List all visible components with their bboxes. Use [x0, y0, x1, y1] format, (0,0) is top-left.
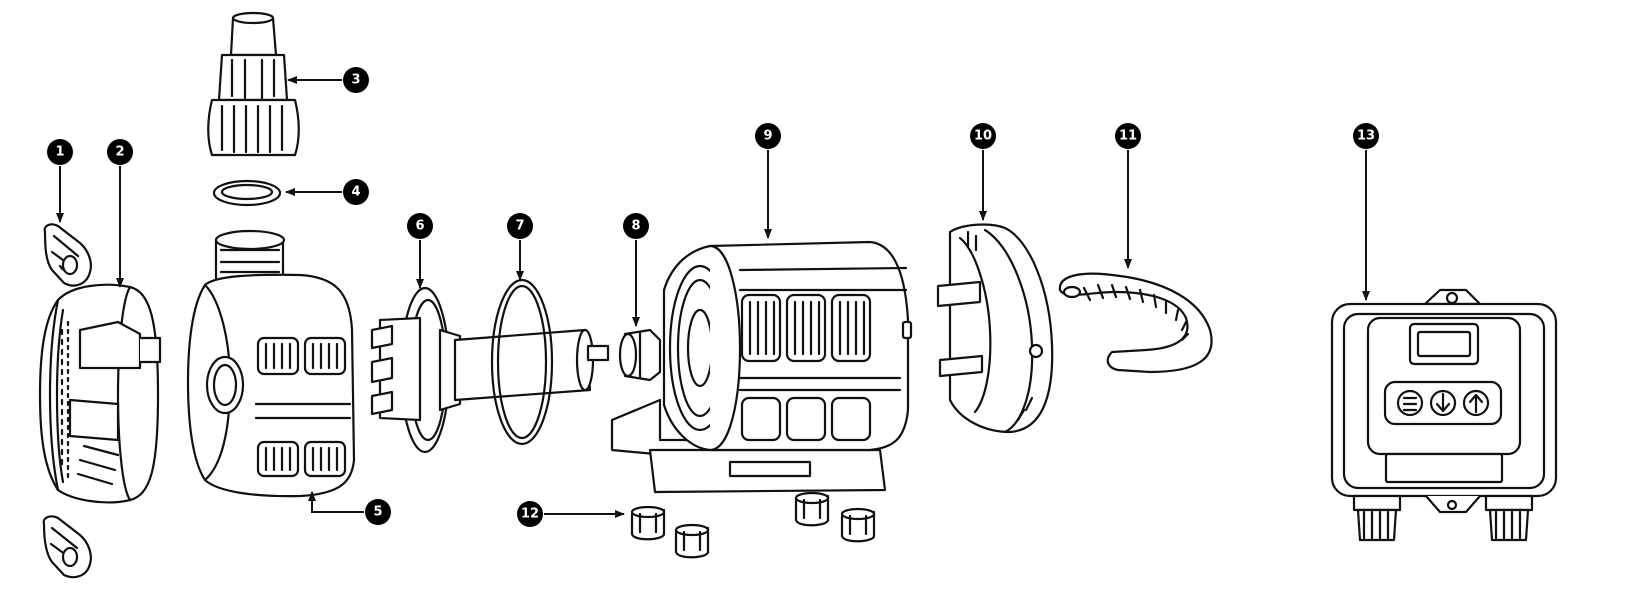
callout-7-label: 7 — [515, 219, 524, 234]
housing-slots — [258, 338, 345, 476]
callout-13: 13 — [1353, 123, 1379, 149]
callout-9-label: 9 — [763, 129, 772, 144]
callout-3-label: 3 — [351, 73, 360, 88]
mounting-ring-part-10 — [938, 225, 1052, 432]
callout-4: 4 — [343, 179, 369, 205]
callout-12: 12 — [517, 501, 543, 527]
callout-6: 6 — [407, 213, 433, 239]
callout-12-label: 12 — [521, 507, 539, 522]
clip-part-1-bottom — [44, 516, 91, 577]
callout-5: 5 — [365, 499, 391, 525]
u-handle-part-11 — [1060, 274, 1212, 372]
motor-slots — [742, 295, 870, 440]
pump-housing-part-5 — [188, 231, 354, 496]
control-buttons — [1398, 391, 1488, 415]
callout-2: 2 — [107, 139, 133, 165]
motor-part-9 — [612, 242, 911, 492]
callout-11-label: 11 — [1119, 129, 1137, 144]
callout-3: 3 — [343, 67, 369, 93]
impeller-flange-part-6 — [372, 288, 460, 452]
leader-line-5 — [308, 491, 364, 513]
hose-fitting-part-3 — [208, 13, 299, 155]
callout-6-label: 6 — [415, 219, 424, 234]
leader-lines — [56, 76, 1370, 518]
callout-1-label: 1 — [55, 145, 64, 160]
callout-2-label: 2 — [115, 145, 124, 160]
callout-8-label: 8 — [631, 219, 640, 234]
callout-10-label: 10 — [974, 129, 992, 144]
clip-part-1-top — [45, 224, 91, 285]
controller-part-13 — [1332, 290, 1556, 540]
callout-9: 9 — [755, 123, 781, 149]
callout-8: 8 — [623, 213, 649, 239]
callout-markers: 1 2 3 4 5 6 7 8 9 10 11 12 13 — [47, 67, 1379, 527]
intake-cover-part-2 — [40, 285, 160, 503]
callout-7: 7 — [507, 213, 533, 239]
o-ring-part-4 — [214, 181, 280, 205]
bushing-part-8 — [620, 330, 660, 380]
shaft-o-ring-part-7 — [455, 280, 608, 444]
callout-1: 1 — [47, 139, 73, 165]
label-plate — [1386, 454, 1502, 482]
cable-glands — [1354, 496, 1532, 540]
callout-4-label: 4 — [351, 185, 360, 200]
callout-13-label: 13 — [1357, 129, 1375, 144]
callout-10: 10 — [970, 123, 996, 149]
callout-11: 11 — [1115, 123, 1141, 149]
rubber-feet-part-12 — [632, 493, 874, 557]
callout-5-label: 5 — [373, 505, 382, 520]
